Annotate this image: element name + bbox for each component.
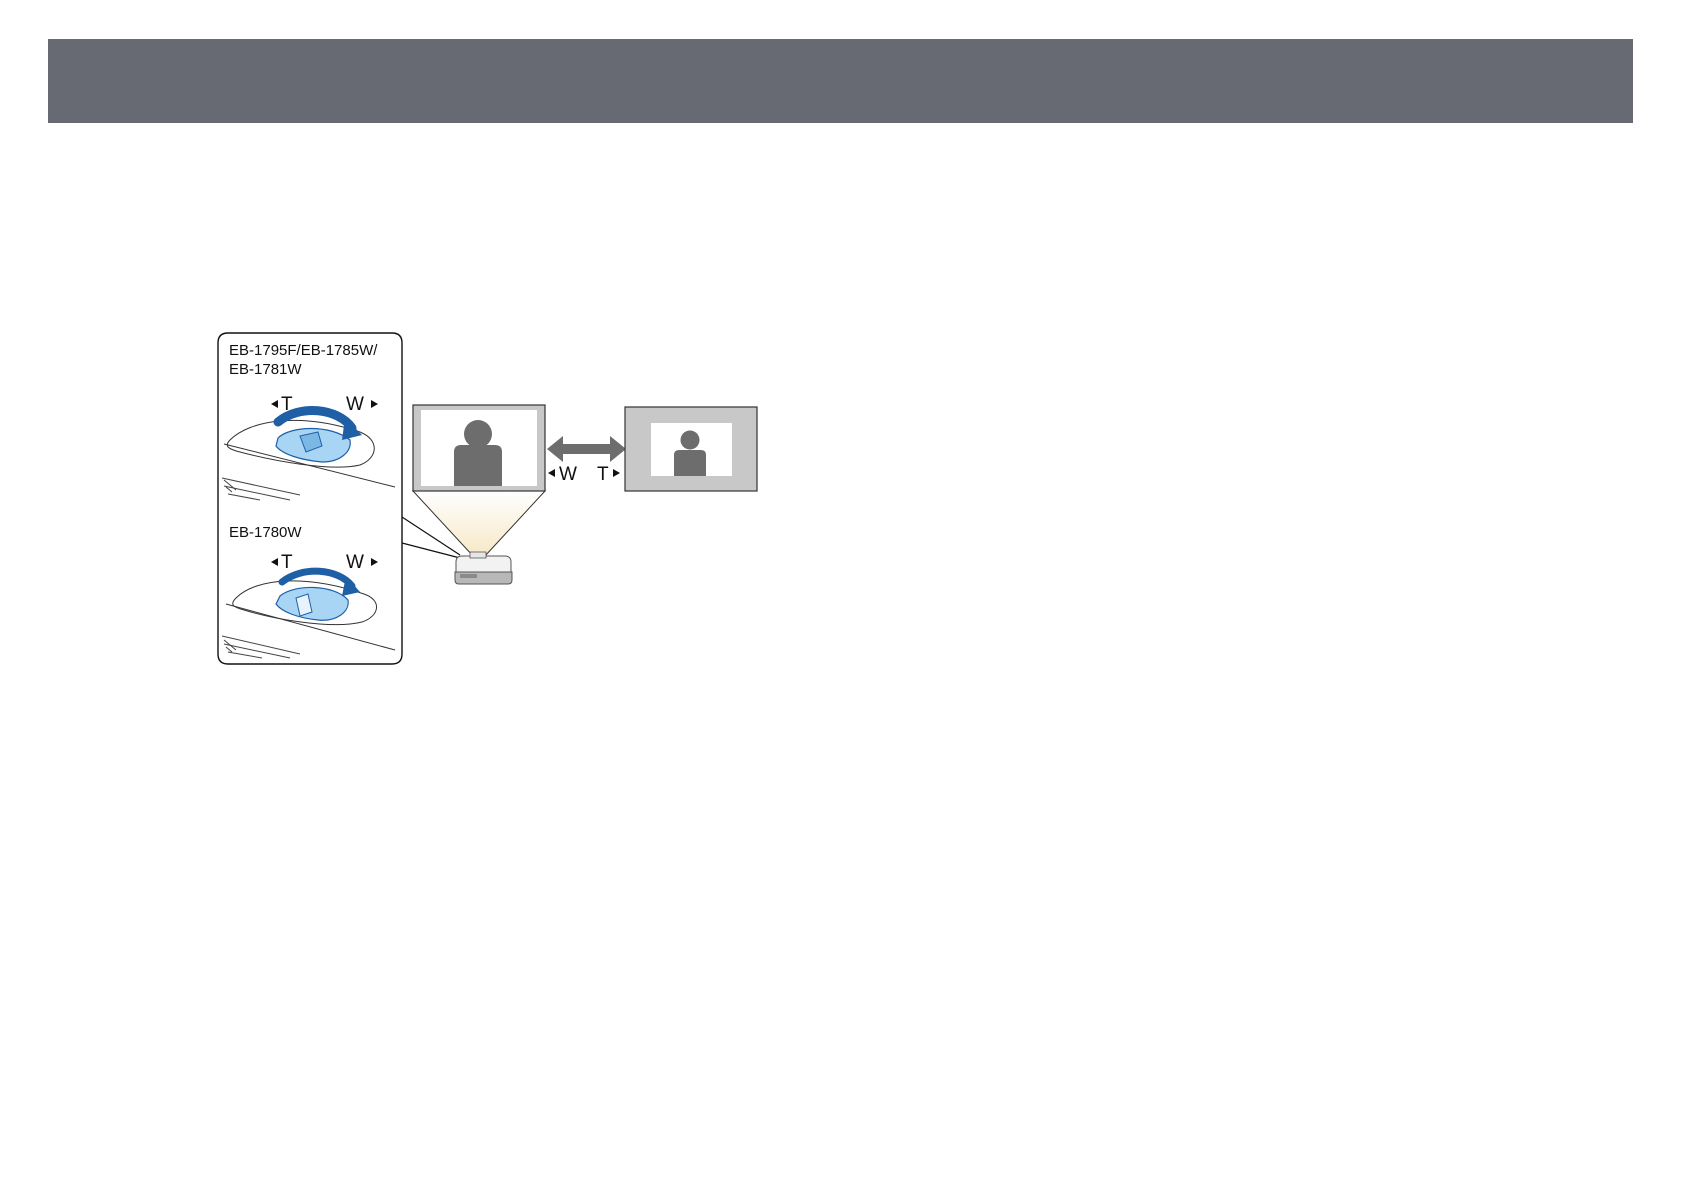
screen-label-tele: T bbox=[597, 464, 609, 485]
tele-arrow-icon bbox=[613, 469, 620, 477]
person-body-icon bbox=[674, 450, 706, 476]
callout-bottom-model: EB-1780W bbox=[229, 524, 302, 541]
tele-screen bbox=[625, 407, 757, 491]
double-arrow-icon bbox=[547, 436, 626, 462]
top-ring-label-wide: W bbox=[346, 394, 364, 415]
person-body-icon bbox=[454, 445, 502, 486]
projection-beam bbox=[413, 491, 545, 556]
callout-top-model-line1: EB-1795F/EB-1785W/ bbox=[229, 342, 378, 359]
callout-top-model-line2: EB-1781W bbox=[229, 361, 302, 378]
person-head-icon bbox=[681, 431, 700, 450]
person-head-icon bbox=[464, 420, 492, 448]
wide-screen bbox=[413, 405, 545, 491]
screen-label-wide: W bbox=[559, 464, 577, 485]
bottom-ring-label-wide: W bbox=[346, 552, 364, 573]
bottom-ring-label-tele: T bbox=[281, 552, 293, 573]
projector-illustration bbox=[455, 552, 512, 584]
wide-arrow-icon bbox=[548, 469, 555, 477]
